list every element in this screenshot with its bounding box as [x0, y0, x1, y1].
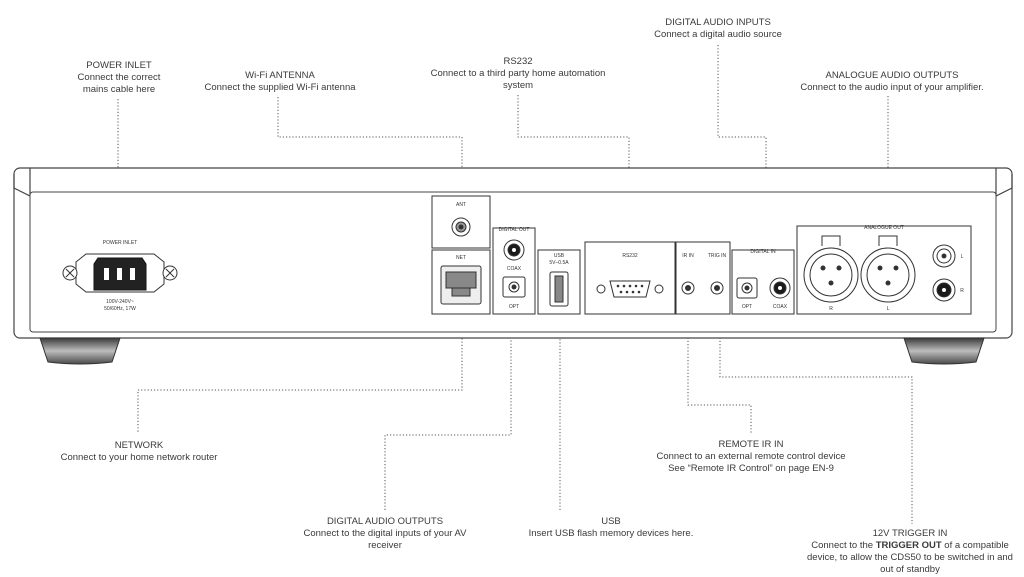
power-inlet-label: POWER INLET	[103, 240, 137, 246]
callout-title: USB	[601, 516, 621, 527]
trigger-out-emphasis: TRIGGER OUT	[875, 540, 942, 551]
callout-rs232: RS232 Connect to a third party home auto…	[418, 56, 618, 92]
digital-out-coax-label: COAX	[507, 266, 522, 272]
chassis-right-flange	[995, 168, 1013, 197]
leader-trigger	[719, 296, 913, 524]
rca-r-label: R	[960, 288, 964, 294]
leader-network	[137, 316, 463, 433]
digital-out-label: DIGITAL OUT	[499, 227, 530, 233]
foot-left	[39, 337, 121, 365]
callout-title: Wi-Fi ANTENNA	[245, 70, 315, 81]
digital-in-group: DIGITAL IN OPT COAX	[731, 249, 795, 315]
usb-rating: 5V–0.5A	[549, 260, 569, 266]
digital-in-opt-label: OPT	[742, 304, 752, 310]
callout-title: ANALOGUE AUDIO OUTPUTS	[825, 70, 959, 81]
feet	[39, 337, 985, 365]
xlr-l-label: L	[887, 306, 890, 312]
ir-in-label: IR IN	[682, 253, 694, 259]
power-inlet: POWER INLET 100V-240V~ 50/60Hz, 17W	[62, 240, 178, 312]
xlr-r-label: R	[829, 306, 833, 312]
rca-l-label: L	[961, 254, 964, 260]
callout-usb: USB Insert USB flash memory devices here…	[520, 516, 702, 540]
network-port: NET	[431, 249, 491, 315]
ant-label: ANT	[456, 202, 466, 208]
callout-title: 12V TRIGGER IN	[872, 528, 948, 539]
callout-remote-ir-in: REMOTE IR IN Connect to an external remo…	[638, 439, 864, 475]
chassis-left-flange	[13, 168, 31, 197]
digital-out-group: DIGITAL OUT COAX OPT	[492, 227, 536, 315]
digital-out-opt-label: OPT	[509, 304, 519, 310]
callout-analogue-audio-outputs: ANALOGUE AUDIO OUTPUTS Connect to the au…	[786, 70, 998, 94]
callout-wifi-antenna: Wi-Fi ANTENNA Connect the supplied Wi-Fi…	[190, 70, 370, 94]
leader-digital-out	[384, 318, 512, 512]
digital-in-label: DIGITAL IN	[750, 249, 776, 255]
callout-network: NETWORK Connect to your home network rou…	[46, 440, 232, 464]
ir-trig-group: IR IN TRIG IN	[675, 241, 731, 315]
net-label: NET	[456, 255, 466, 261]
callout-title: NETWORK	[114, 440, 164, 451]
callout-digital-audio-inputs: DIGITAL AUDIO INPUTS Connect a digital a…	[640, 17, 796, 41]
callout-title: REMOTE IR IN	[718, 439, 784, 450]
rs232-port: RS232	[584, 241, 676, 315]
callout-title: RS232	[503, 56, 533, 67]
callout-title: DIGITAL AUDIO OUTPUTS	[326, 516, 444, 527]
power-rating-2: 50/60Hz, 17W	[104, 306, 136, 312]
leader-ir-in	[687, 296, 752, 433]
antenna-connector: ANT	[431, 195, 491, 249]
usb-label: USB	[554, 253, 565, 259]
power-rating-1: 100V-240V~	[106, 299, 134, 305]
callout-trigger-in: 12V TRIGGER IN Connect to the TRIGGER OU…	[800, 528, 1020, 576]
analogue-out-label: ANALOGUE OUT	[864, 225, 904, 231]
analogue-out-group: ANALOGUE OUT R L L R	[796, 225, 972, 315]
callout-digital-audio-outputs: DIGITAL AUDIO OUTPUTS Connect to the dig…	[290, 516, 480, 552]
leader-lines	[117, 45, 913, 524]
callout-title: DIGITAL AUDIO INPUTS	[665, 17, 771, 28]
trig-in-label: TRIG IN	[708, 253, 727, 259]
leader-digital-in	[717, 45, 767, 240]
leader-antenna	[277, 97, 463, 185]
usb-port: USB 5V–0.5A	[537, 249, 581, 315]
callout-title: POWER INLET	[86, 60, 152, 71]
callout-power-inlet: POWER INLET Connect the correct mains ca…	[58, 60, 180, 96]
digital-in-coax-label: COAX	[773, 304, 788, 310]
rs232-label: RS232	[622, 253, 638, 259]
foot-right	[903, 337, 985, 365]
